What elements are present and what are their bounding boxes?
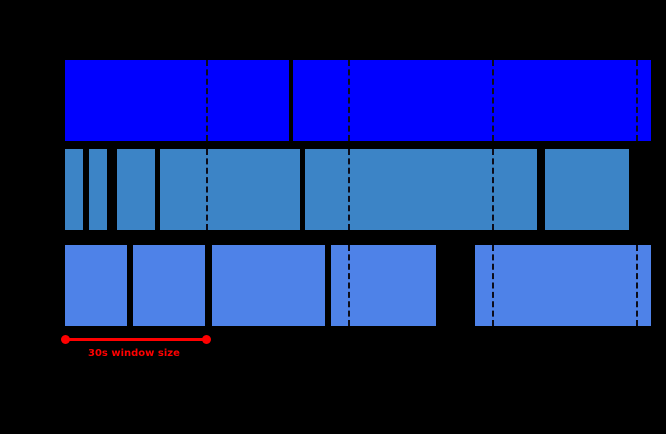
timeline-track-2 bbox=[0, 149, 666, 230]
window-size-cap-left-icon bbox=[61, 335, 70, 344]
window-boundary-line bbox=[348, 60, 350, 141]
segment-bar bbox=[305, 149, 537, 230]
window-boundary-line bbox=[206, 149, 208, 230]
window-boundary-line bbox=[636, 60, 638, 141]
window-boundary-line bbox=[348, 149, 350, 230]
segment-bar bbox=[65, 245, 127, 326]
segment-bar bbox=[545, 149, 629, 230]
segment-bar bbox=[117, 149, 155, 230]
window-boundary-line bbox=[492, 60, 494, 141]
timeline-track-3 bbox=[0, 245, 666, 326]
window-size-label: 30s window size bbox=[88, 348, 180, 359]
segment-bar bbox=[475, 245, 651, 326]
window-boundary-line bbox=[206, 60, 208, 141]
window-boundary-line bbox=[636, 245, 638, 326]
segment-bar bbox=[89, 149, 107, 230]
segment-bar bbox=[212, 245, 325, 326]
window-boundary-line bbox=[348, 245, 350, 326]
segment-bar bbox=[293, 60, 651, 141]
segment-bar bbox=[65, 149, 83, 230]
window-size-cap-right-icon bbox=[202, 335, 211, 344]
segment-bar bbox=[133, 245, 205, 326]
window-boundary-line bbox=[492, 149, 494, 230]
segment-bar bbox=[331, 245, 436, 326]
segment-bar bbox=[160, 149, 300, 230]
timeline-track-1 bbox=[0, 60, 666, 141]
window-boundary-line bbox=[492, 245, 494, 326]
window-size-bracket-line bbox=[65, 338, 207, 341]
segment-bar bbox=[65, 60, 289, 141]
